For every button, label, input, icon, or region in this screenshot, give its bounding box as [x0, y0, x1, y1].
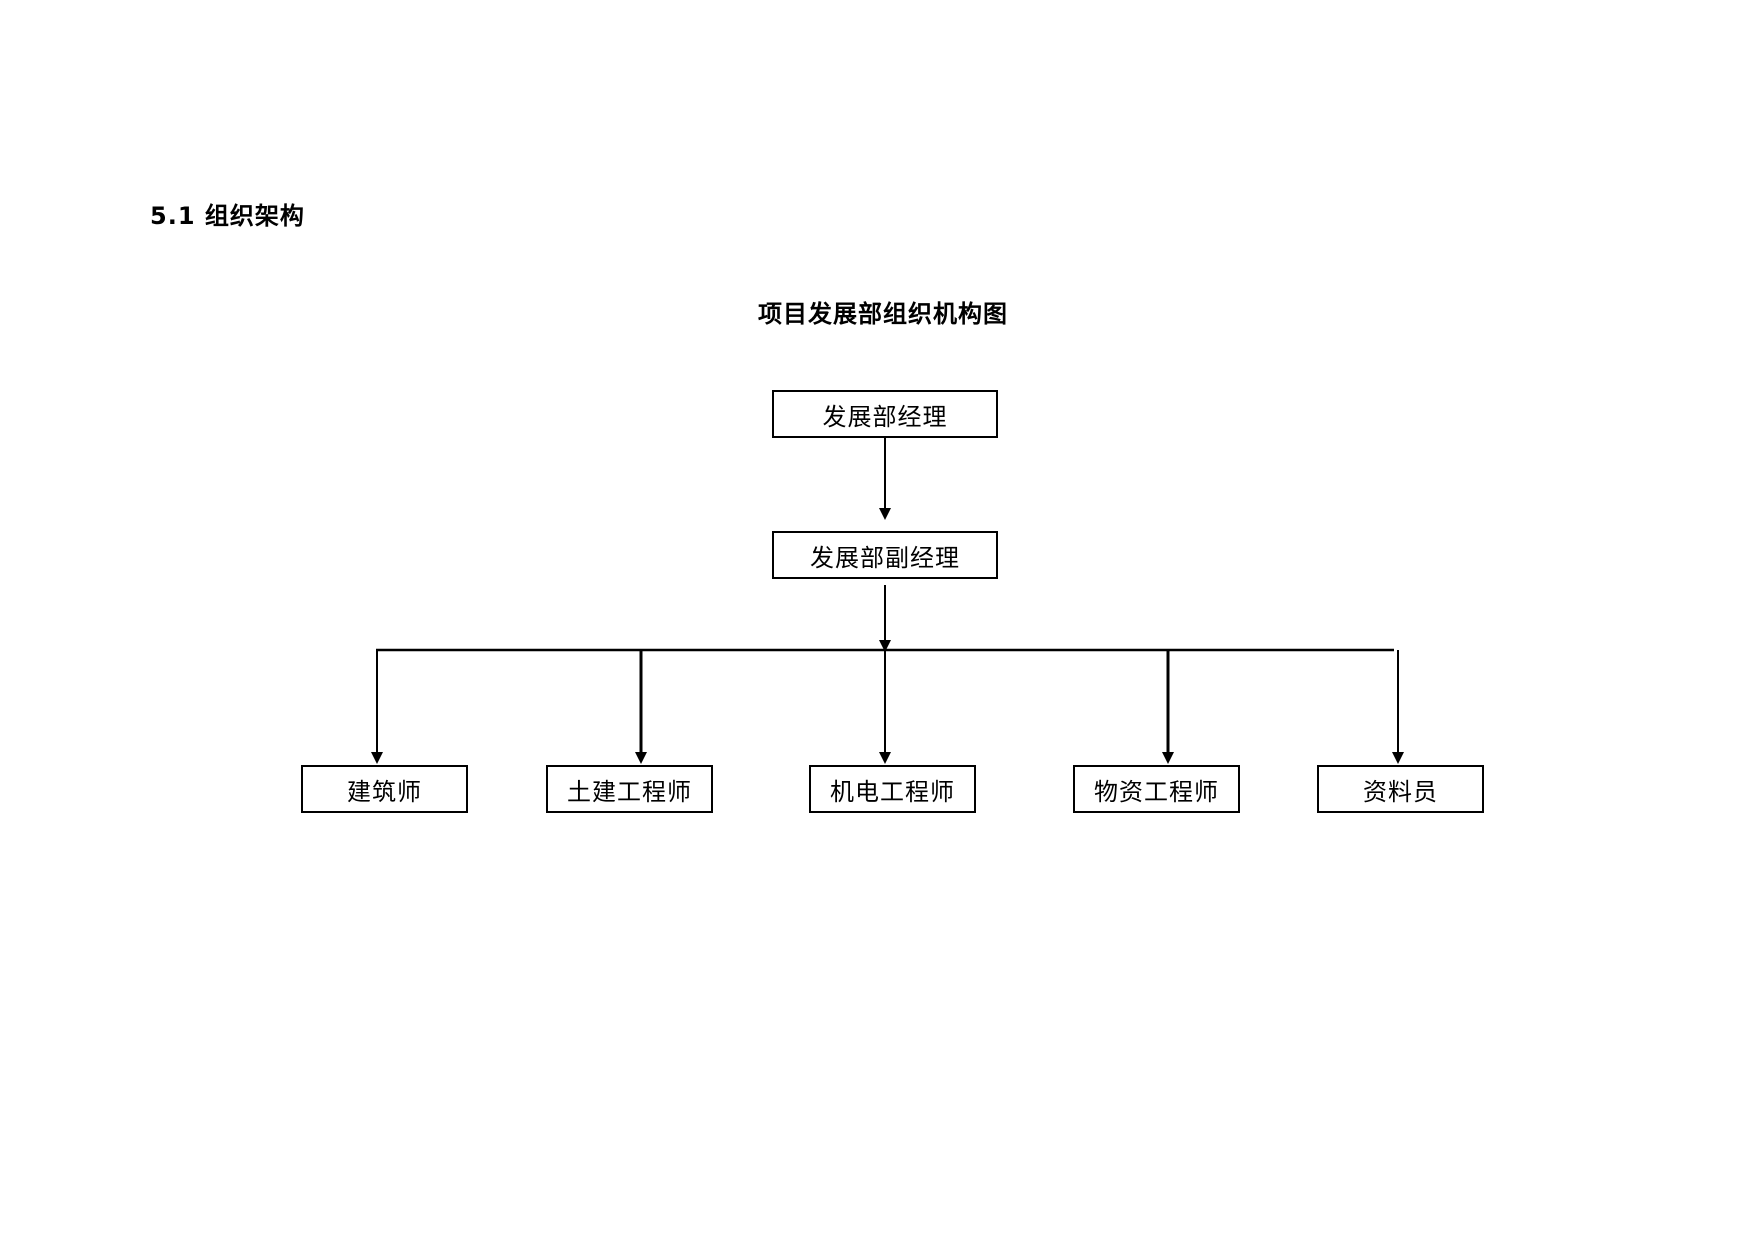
node-staff-4: 物资工程师: [1073, 765, 1240, 813]
arrowhead-drop-2: [635, 752, 647, 764]
node-deputy: 发展部副经理: [772, 531, 998, 579]
arrowhead-drop-3: [879, 752, 891, 764]
node-root: 发展部经理: [772, 390, 998, 438]
node-staff-1: 建筑师: [301, 765, 468, 813]
node-staff-2: 土建工程师: [546, 765, 713, 813]
arrowhead-drop-4: [1162, 752, 1174, 764]
node-staff-5: 资料员: [1317, 765, 1484, 813]
section-heading: 5.1 组织架构: [150, 202, 305, 230]
chart-title: 项目发展部组织机构图: [0, 294, 1754, 329]
arrowhead-root-deputy: [879, 508, 891, 520]
arrowhead-drop-1: [371, 752, 383, 764]
arrowhead-drop-5: [1392, 752, 1404, 764]
chart-title-text: 项目发展部组织机构图: [758, 300, 1008, 328]
node-staff-3: 机电工程师: [809, 765, 976, 813]
arrowhead-deputy-bus: [879, 640, 891, 652]
